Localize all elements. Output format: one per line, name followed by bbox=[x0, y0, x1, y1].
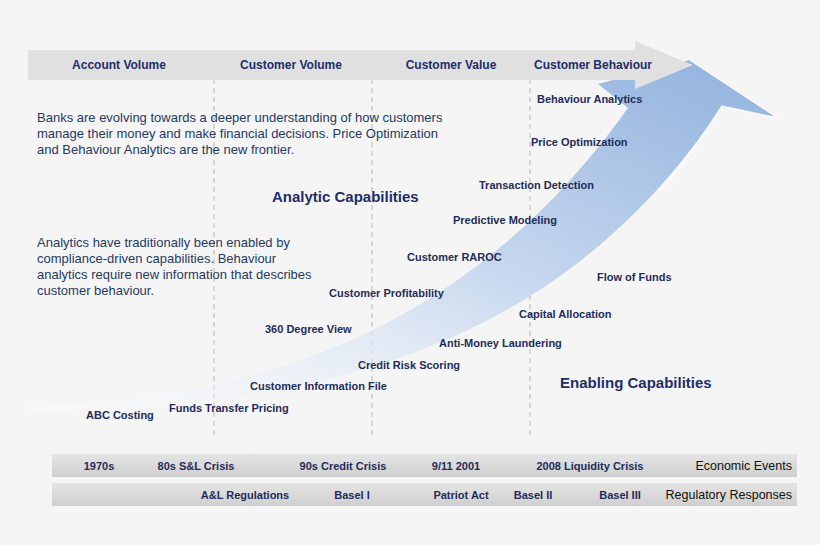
event-label: Basel II bbox=[514, 489, 553, 501]
capability-label: Credit Risk Scoring bbox=[358, 359, 460, 371]
capability-label: Customer Profitability bbox=[329, 287, 444, 299]
capability-label: 360 Degree View bbox=[265, 323, 352, 335]
stage-arrow: Account Volume Customer Volume Customer Va… bbox=[28, 40, 693, 90]
row-title: Regulatory Responses bbox=[666, 488, 792, 502]
event-label: 1970s bbox=[84, 460, 115, 472]
section-heading: Analytic Capabilities bbox=[272, 188, 419, 205]
capability-label: Flow of Funds bbox=[597, 271, 672, 283]
event-label: Basel III bbox=[599, 489, 641, 501]
capability-label: Capital Allocation bbox=[519, 308, 612, 320]
stage-label: Account Volume bbox=[72, 58, 166, 72]
stage-label: Customer Value bbox=[406, 58, 497, 72]
event-label: Patriot Act bbox=[433, 489, 488, 501]
capability-label: Funds Transfer Pricing bbox=[169, 402, 289, 414]
growth-arrow bbox=[28, 60, 778, 412]
note-text: Banks are evolving towards a deeper unde… bbox=[37, 110, 457, 158]
event-label: Basel I bbox=[334, 489, 369, 501]
timeline-band: 1970s 80s S&L Crisis 90s Credit Crisis 9/11… bbox=[52, 454, 797, 477]
capability-label: ABC Costing bbox=[86, 409, 154, 421]
event-label: 90s Credit Crisis bbox=[300, 460, 387, 472]
stage-label: Customer Behaviour bbox=[534, 58, 652, 72]
capability-label: Transaction Detection bbox=[479, 179, 594, 191]
event-label: 9/11 2001 bbox=[432, 460, 480, 472]
capability-label: Customer RAROC bbox=[407, 251, 502, 263]
event-label: 80s S&L Crisis bbox=[158, 460, 235, 472]
event-label: 2008 Liquidity Crisis bbox=[537, 460, 644, 472]
arrow-highlight bbox=[660, 60, 778, 190]
capability-label: Customer Information File bbox=[250, 380, 387, 392]
capability-label: Predictive Modeling bbox=[453, 214, 557, 226]
section-heading: Enabling Capabilities bbox=[560, 374, 712, 391]
stage-label: Customer Volume bbox=[240, 58, 342, 72]
event-label: A&L Regulations bbox=[201, 489, 289, 501]
capability-label: Behaviour Analytics bbox=[537, 93, 642, 105]
capability-label: Anti-Money Laundering bbox=[439, 337, 562, 349]
arrow-fill bbox=[28, 41, 693, 89]
timeline-band: A&L Regulations Basel I Patriot Act Basel I… bbox=[52, 483, 797, 506]
row-title: Economic Events bbox=[695, 459, 792, 473]
band-fill bbox=[52, 483, 797, 506]
band-fill bbox=[52, 454, 797, 477]
capability-label: Price Optimization bbox=[531, 136, 628, 148]
note-text: Analytics have traditionally been enable… bbox=[37, 235, 327, 299]
